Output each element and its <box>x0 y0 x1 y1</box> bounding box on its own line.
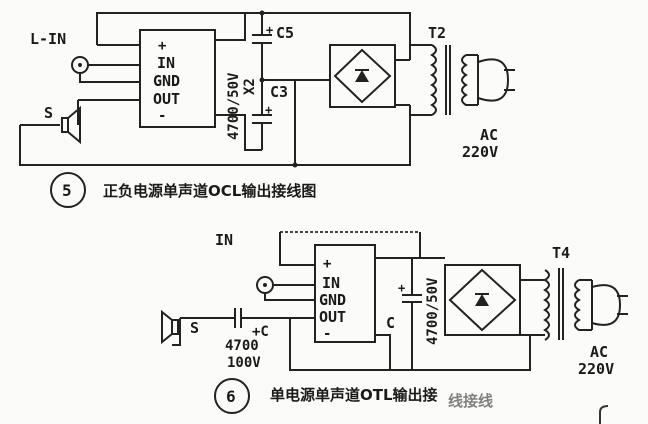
ic-pin-out: OUT <box>153 90 180 108</box>
ic-pin-plus: + <box>158 38 166 54</box>
filter-cap-label: C <box>386 314 395 332</box>
bridge-rectifier <box>329 44 396 108</box>
filter-cap-value: 4700/50V <box>425 277 441 345</box>
speaker-label: S <box>44 104 53 122</box>
ic-pin-gnd: GND <box>153 72 180 90</box>
wire <box>412 257 545 371</box>
ic-pin-in: IN <box>157 54 175 72</box>
output-capacitor-icon <box>234 308 242 328</box>
speaker-icon <box>61 105 81 145</box>
ac-label: AC <box>590 343 608 361</box>
figure-5-ocl-circuit: L-IN S + IN GND OUT - + C5 C3 + 4700/50V… <box>19 10 515 208</box>
figure-caption: 单电源单声道OTL输出接 <box>270 386 438 404</box>
out-cap-voltage: 100V <box>227 355 261 371</box>
wire <box>395 44 432 116</box>
wire <box>96 12 411 60</box>
ac-label: AC <box>480 126 498 144</box>
transformer-icon <box>543 268 592 341</box>
transformer-icon <box>430 44 478 116</box>
out-cap-value: 4700 <box>225 338 259 354</box>
input-label: L-IN <box>30 30 66 48</box>
wire <box>19 64 411 166</box>
out-cap-label: +C <box>252 324 269 340</box>
wire <box>215 13 262 151</box>
cap-value: 4700/50V <box>226 72 242 140</box>
power-plug-icon <box>591 280 628 330</box>
ac-voltage: 220V <box>578 360 614 378</box>
figure-number-badge <box>50 172 86 208</box>
transformer-label: T4 <box>552 244 570 262</box>
cap-c5-label: C5 <box>276 24 294 42</box>
figure-number: 6 <box>226 387 236 406</box>
cap-c3-label: C3 <box>270 83 288 101</box>
power-plug-icon <box>477 55 515 105</box>
figure-number: 5 <box>62 181 72 200</box>
cap-plus: + <box>398 281 405 295</box>
cap-plus: + <box>265 103 272 117</box>
figure-caption: 正负电源单声道OCL输出接线图 <box>103 182 316 200</box>
cap-multiplier: X2 <box>242 78 258 95</box>
input-label: IN <box>215 231 233 249</box>
transformer-label: T2 <box>428 24 446 42</box>
wire <box>172 284 315 346</box>
ic-pin-minus: - <box>323 326 331 342</box>
figure-number-badge <box>214 378 250 414</box>
ac-voltage: 220V <box>462 143 498 161</box>
wire <box>375 257 412 370</box>
speaker-label: S <box>190 319 199 337</box>
figure-caption-faded: 线接线 <box>448 392 493 410</box>
ic-pin-in: IN <box>322 274 340 292</box>
ic-pin-minus: - <box>158 108 166 124</box>
cap-plus: + <box>266 23 273 37</box>
amplifier-ic <box>314 244 376 343</box>
ic-pin-out: OUT <box>319 308 346 326</box>
ic-pin-plus: + <box>323 256 331 272</box>
bridge-rectifier <box>444 264 521 336</box>
speaker-icon <box>161 309 179 345</box>
figure-6-otl-circuit: IN +C 4700 100V S + IN GND OUT - C + 470… <box>161 231 628 424</box>
amplifier-ic <box>139 29 216 128</box>
wire <box>252 13 330 165</box>
ic-pin-gnd: GND <box>319 291 346 309</box>
